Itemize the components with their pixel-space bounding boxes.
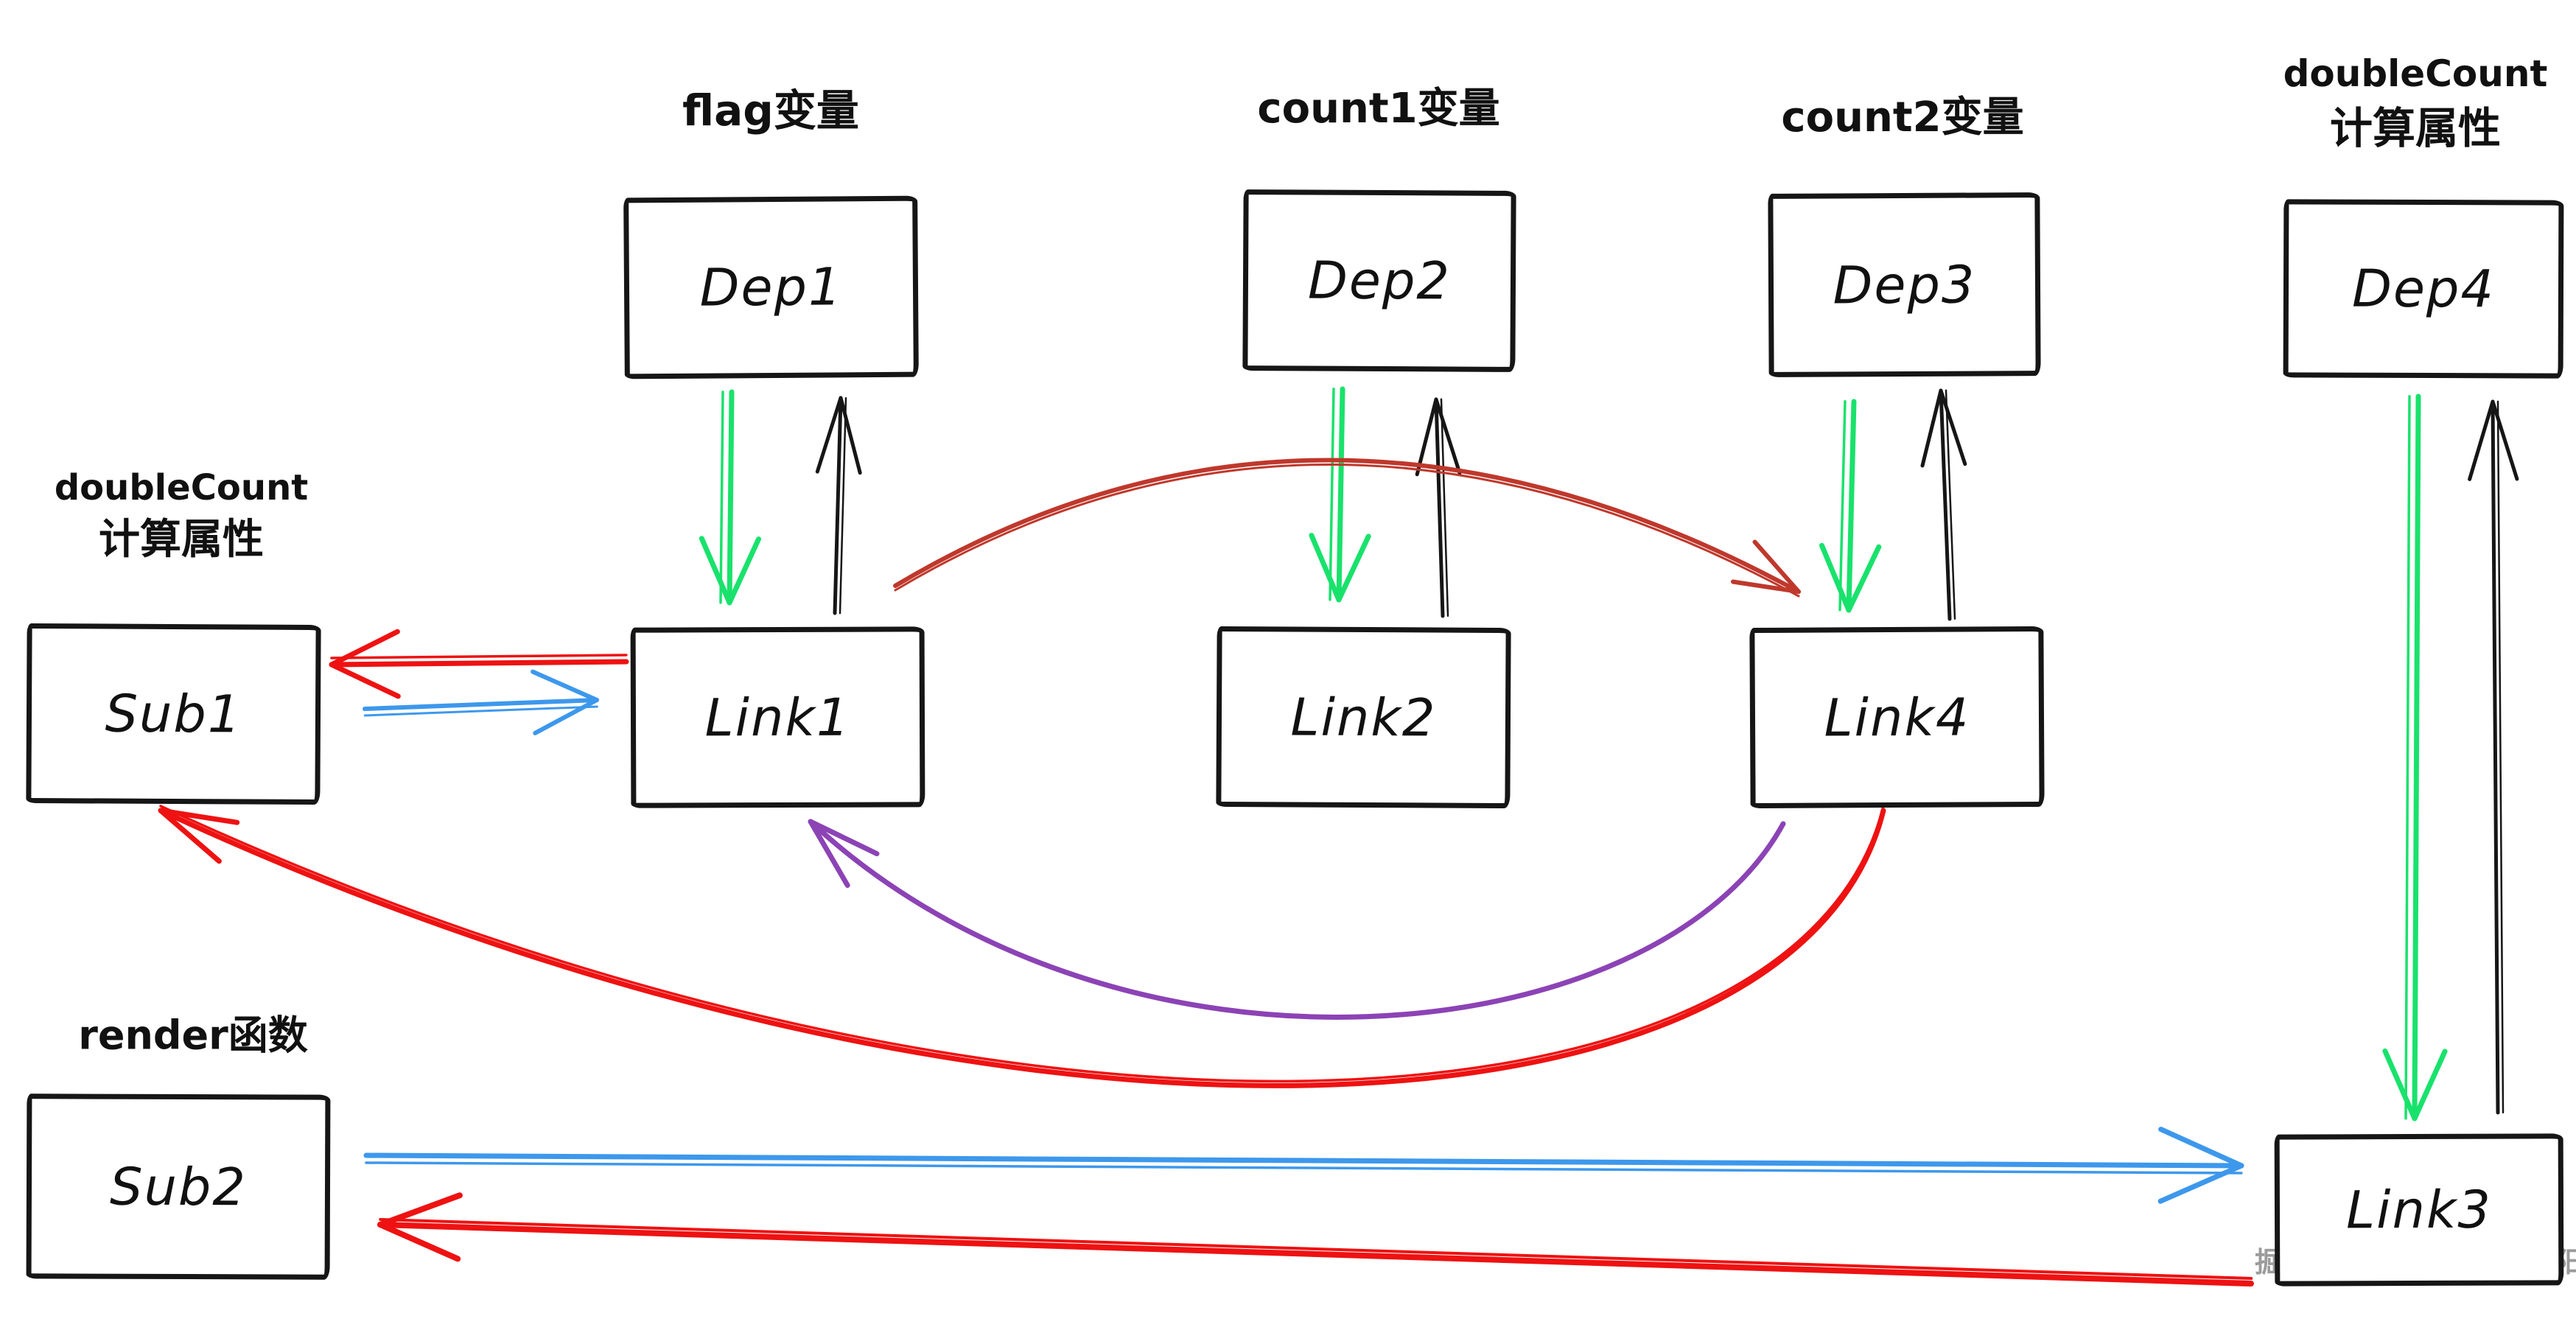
node-sub2: Sub2 — [26, 1093, 331, 1280]
arrow-dep3-to-link4 — [1846, 399, 1857, 613]
arrow-link4-to-dep3-stroke2 — [1945, 389, 1956, 620]
node-label-link1: Link1 — [704, 687, 851, 748]
arrow-link3-to-sub2 — [377, 1222, 2254, 1287]
arrow-dep4-to-link3-head — [2382, 1048, 2448, 1121]
arrow-sub1-to-link1 — [363, 698, 599, 711]
node-label-link3: Link3 — [2345, 1179, 2493, 1241]
arrow-link2-to-dep2-head — [1415, 397, 1462, 477]
arrow-link3-to-dep4-stroke2 — [2496, 400, 2505, 1114]
arrow-link4-to-link1 — [808, 819, 1786, 1020]
arrow-link4-to-sub1 — [158, 808, 1886, 1088]
label-count2-line-0: count2变量 — [1781, 94, 2024, 142]
arrow-sub1-to-link1-stroke2 — [363, 705, 598, 717]
arrow-link1-to-link4-arc-head — [1731, 539, 1801, 594]
arrow-dep1-to-link1-head — [699, 536, 761, 606]
node-label-link4: Link4 — [1824, 686, 1970, 749]
node-dep4: Dep4 — [2283, 199, 2564, 379]
arrow-dep3-to-link4-stroke2 — [1838, 399, 1847, 612]
arrow-dep2-to-link2 — [1336, 386, 1345, 603]
node-link3: Link3 — [2274, 1133, 2564, 1287]
arrow-sub2-to-link3-head — [2157, 1127, 2244, 1204]
arrow-link2-to-dep2 — [1434, 397, 1445, 618]
label-render: render函数 — [78, 1009, 308, 1063]
node-link4: Link4 — [1749, 626, 2045, 809]
label-flag: flag变量 — [682, 82, 859, 139]
arrow-sub1-to-link1-head — [531, 669, 599, 735]
arrow-sub2-to-link3 — [363, 1152, 2244, 1169]
node-dep2: Dep2 — [1242, 189, 1516, 372]
arrow-link2-to-dep2-stroke2 — [1440, 398, 1449, 617]
node-label-dep1: Dep1 — [699, 256, 843, 318]
label-count1: count1变量 — [1257, 81, 1499, 137]
label-doublecount-top: doubleCount 计算属性 — [2283, 49, 2548, 157]
arrow-link1-to-sub1 — [329, 659, 629, 668]
label-doublecount-left-line-1: 计算属性 — [99, 515, 264, 564]
arrow-link1-to-dep1-head — [815, 396, 862, 475]
arrow-dep3-to-link4-head — [1819, 542, 1882, 613]
arrow-link4-to-sub1-head — [158, 808, 240, 864]
arrow-link3-to-sub2-head — [377, 1192, 463, 1262]
arrow-link1-to-dep1 — [833, 396, 843, 615]
arrow-link1-to-sub1-head — [329, 629, 401, 699]
node-sub1: Sub1 — [26, 623, 321, 805]
node-label-sub2: Sub2 — [109, 1156, 248, 1217]
label-flag-line-0: flag变量 — [682, 85, 859, 136]
arrow-link3-to-dep4-head — [2468, 399, 2519, 481]
arrow-link3-to-dep4 — [2491, 399, 2500, 1115]
arrow-link4-to-dep3 — [1939, 388, 1952, 621]
arrow-dep1-to-link1-stroke2 — [719, 391, 724, 604]
arrow-link4-to-link1-head — [808, 819, 880, 888]
arrow-link4-to-dep3-head — [1920, 388, 1967, 468]
arrow-dep4-to-link3 — [2412, 393, 2421, 1121]
node-label-dep3: Dep3 — [1833, 253, 1976, 316]
arrow-link4-to-sub1-stroke2 — [159, 805, 1885, 1083]
arrow-link3-to-sub2-stroke2 — [379, 1218, 2253, 1280]
arrow-dep2-to-link2-stroke2 — [1329, 388, 1335, 601]
node-dep1: Dep1 — [623, 195, 919, 379]
label-doublecount-left: doubleCount 计算属性 — [55, 464, 308, 567]
node-label-sub1: Sub1 — [105, 683, 242, 745]
arrow-dep1-to-link1 — [727, 389, 735, 606]
node-link2: Link2 — [1216, 626, 1511, 809]
label-doublecount-top-line-1: 计算属性 — [2329, 102, 2501, 153]
node-link1: Link1 — [630, 626, 925, 808]
label-count2: count2变量 — [1781, 90, 2023, 146]
label-doublecount-left-line-0: doubleCount — [54, 466, 309, 508]
arrow-link1-to-sub1-stroke2 — [330, 654, 628, 659]
label-doublecount-top-line-0: doubleCount — [2283, 52, 2548, 96]
label-render-line-0: render函数 — [78, 1012, 308, 1059]
arrow-link1-to-link4-arc-stroke2 — [894, 463, 1800, 598]
node-label-dep2: Dep2 — [1307, 250, 1452, 312]
arrow-dep4-to-link3-stroke2 — [2404, 395, 2411, 1120]
arrow-sub2-to-link3-stroke2 — [365, 1161, 2243, 1175]
arrow-dep2-to-link2-head — [1309, 533, 1371, 603]
label-count1-line-0: count1变量 — [1257, 85, 1500, 133]
node-label-dep4: Dep4 — [2351, 258, 2496, 320]
node-label-link2: Link2 — [1290, 686, 1437, 749]
arrow-link1-to-dep1-stroke2 — [839, 396, 847, 615]
node-dep3: Dep3 — [1768, 192, 2041, 377]
arrow-link1-to-link4-arc — [893, 458, 1801, 594]
